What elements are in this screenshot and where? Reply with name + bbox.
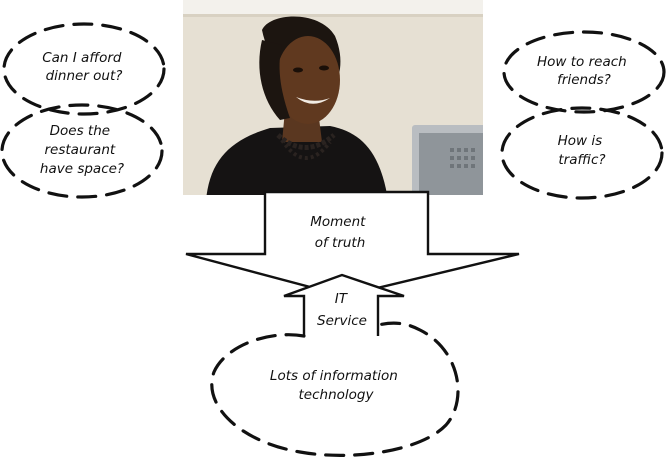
cloud-it-line-1: Lots of information [270,368,398,384]
woman-figure [206,16,388,195]
cloud-afford-dinner: Can I afford dinner out? [2,22,166,116]
cloud-restaurant-space: Does the restaurant have space? [0,103,164,199]
moment-of-truth-line-2: of truth [315,235,366,251]
svg-text:Can I afford dinner out?: Can I afford dinner out? [42,50,126,84]
cloud-afford-line-2: dinner out? [46,68,123,84]
cloud-reach-line-2: friends? [557,72,611,88]
it-service-line-1: IT [335,291,349,307]
cloud-restaurant-line-1: Does the [50,123,110,139]
monitor-image [412,125,483,195]
svg-text:Does the restaurant: Does the restaurant have space? [40,123,124,177]
cloud-restaurant-line-2: restaurant [45,142,116,158]
cloud-information-technology: Lots of information technology [210,321,460,457]
svg-text:Lots of information tech: Lots of information technology [270,368,402,403]
woman-at-computer-photo [183,0,483,195]
cloud-traffic-line-1: How is [558,133,603,149]
cloud-traffic-line-2: traffic? [558,152,605,168]
cloud-restaurant-line-3: have space? [40,161,124,177]
it-service-line-2: Service [317,313,367,329]
svg-text:How to reach friends?: How to reach friends? [537,54,631,88]
svg-text:IT Service: IT Service [317,291,367,329]
cloud-reach-friends: How to reach friends? [502,30,666,114]
it-service-arrow: IT Service [283,273,405,336]
moment-of-truth-line-1: Moment [310,214,366,230]
moment-of-truth-arrow: Moment of truth [185,190,520,298]
cloud-afford-line-1: Can I afford [42,50,122,66]
cloud-it-line-2: technology [299,387,375,403]
svg-text:How is traffic?: How is traffic? [558,133,607,168]
svg-text:Moment of truth: Moment of truth [310,214,370,251]
cloud-traffic: How is traffic? [500,106,664,200]
cloud-reach-line-1: How to reach [537,54,627,70]
